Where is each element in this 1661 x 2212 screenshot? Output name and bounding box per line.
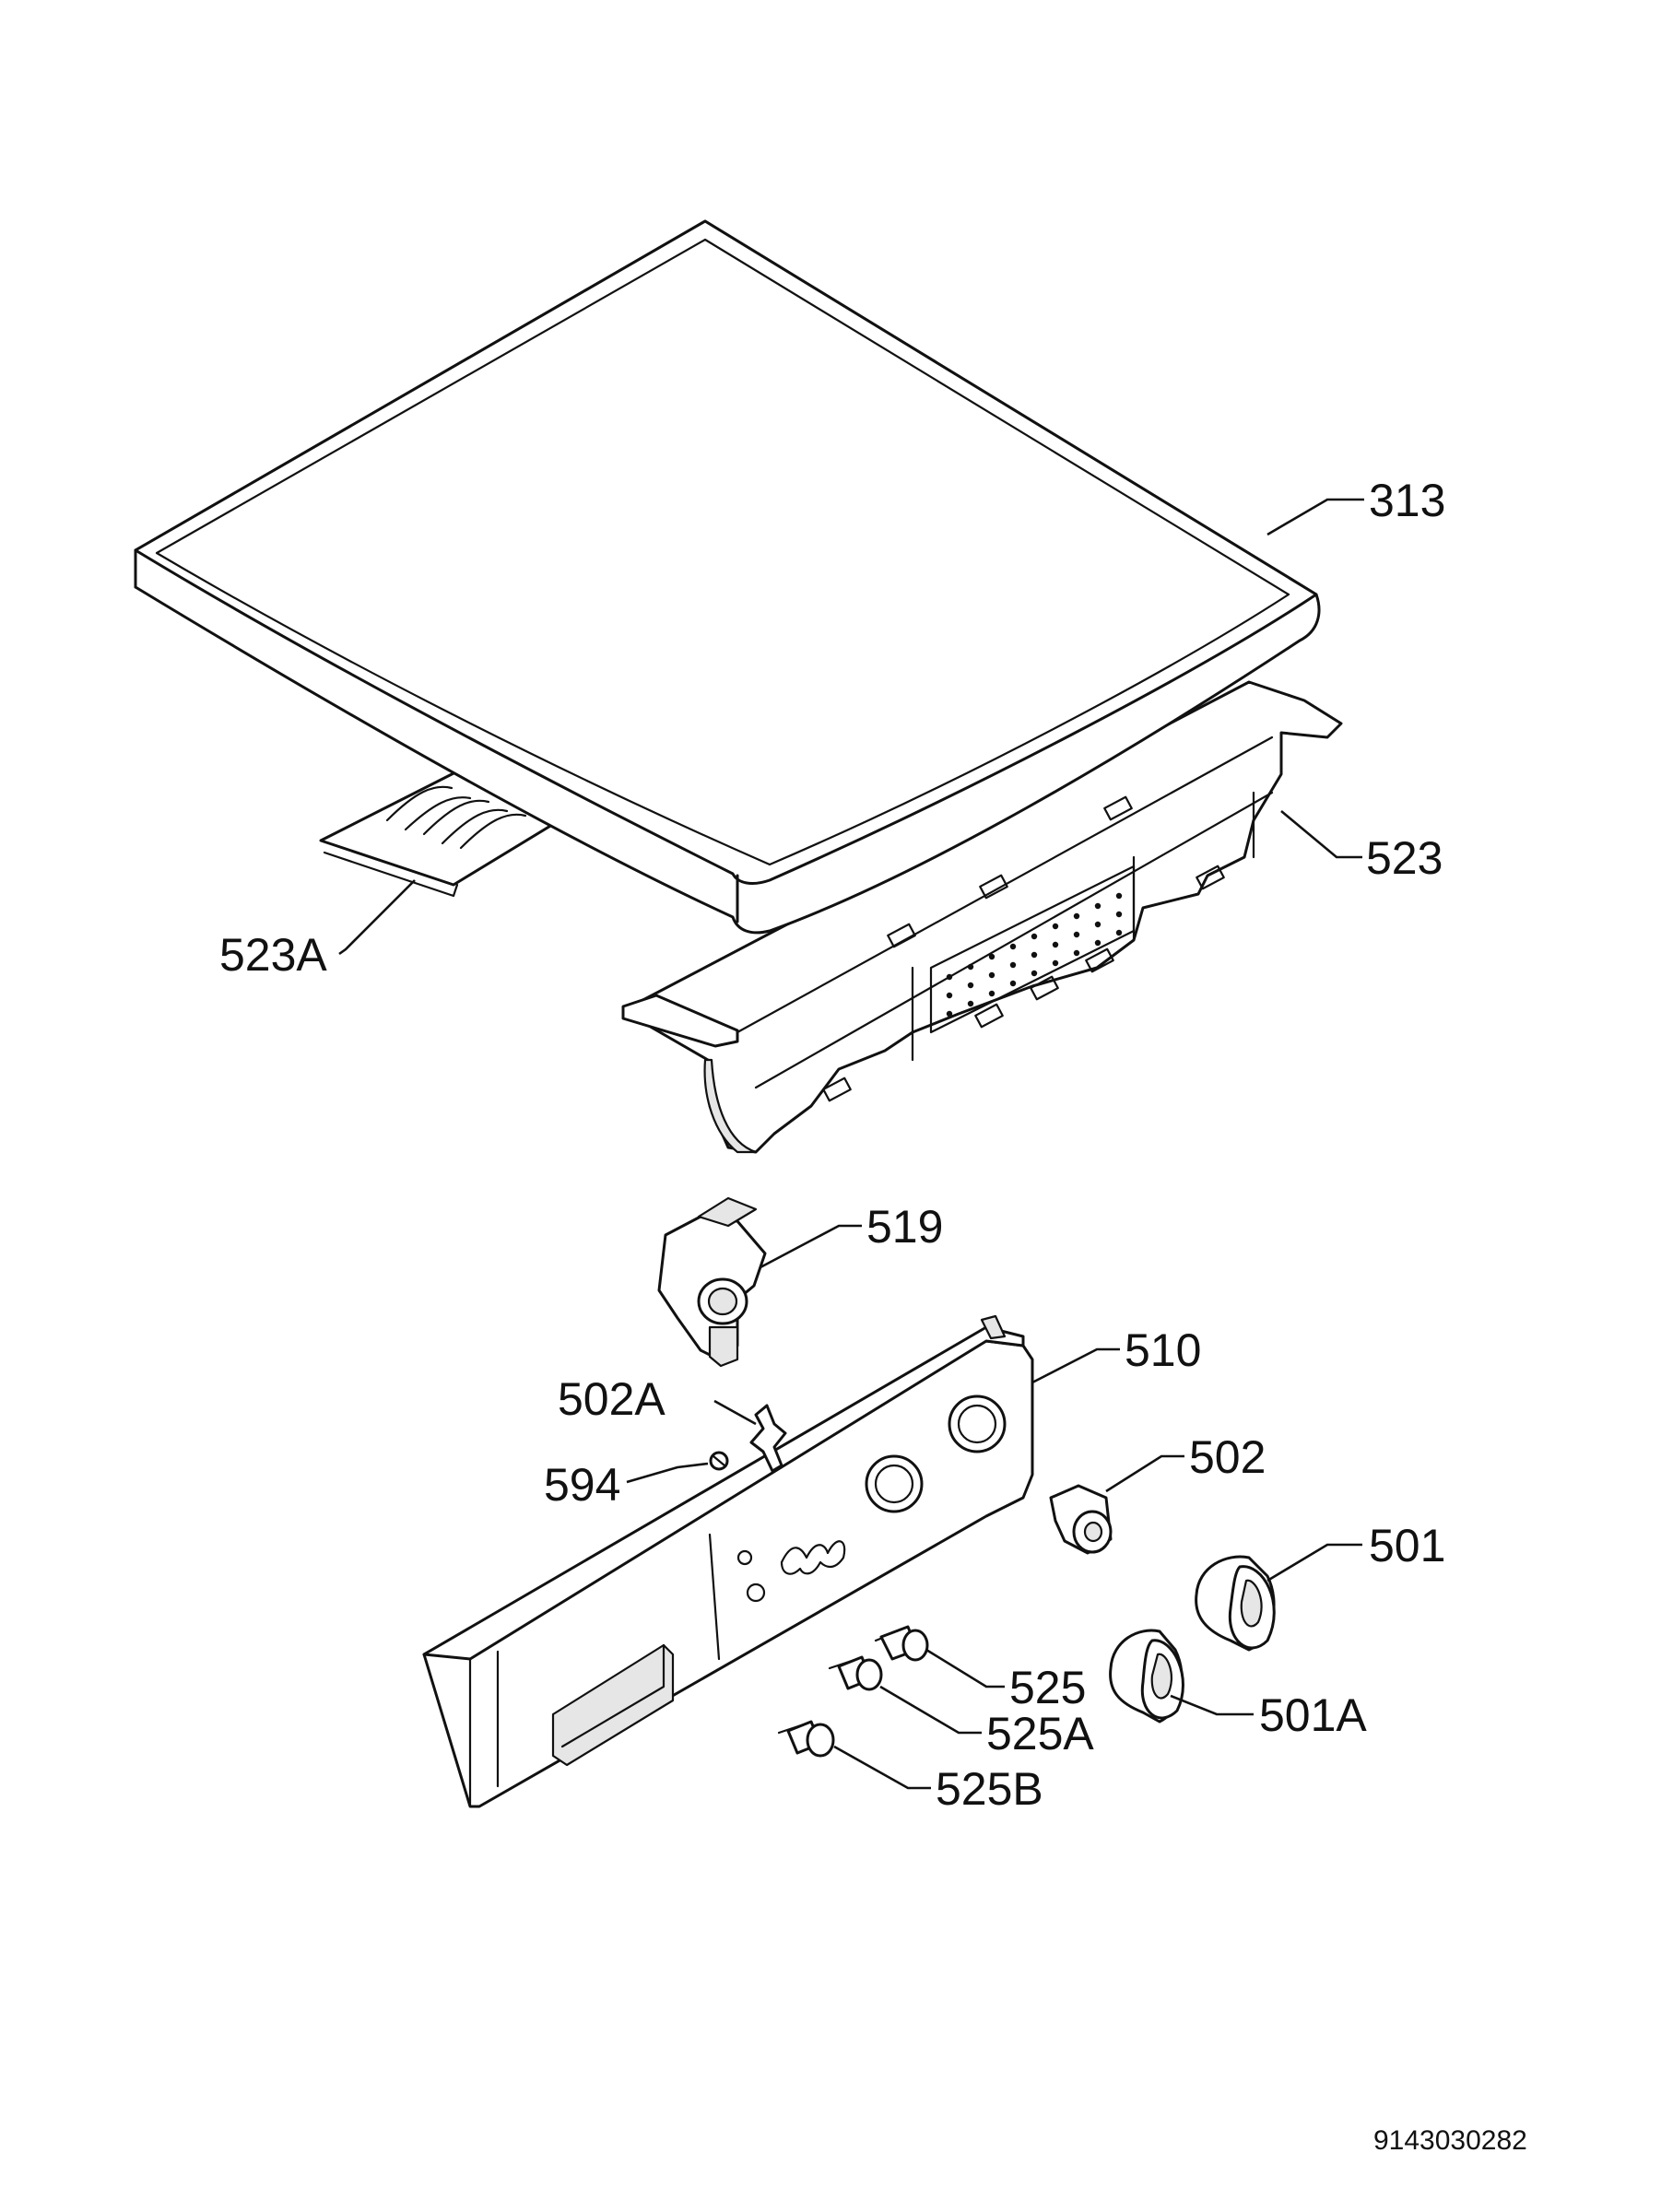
part-594-clip xyxy=(709,1451,729,1471)
part-501A-knob xyxy=(1109,1629,1184,1724)
vent-hole xyxy=(1073,912,1080,920)
vent-hole xyxy=(1073,931,1080,938)
vent-hole xyxy=(1009,961,1017,969)
label-525B: 525B xyxy=(936,1763,1043,1815)
vent-hole xyxy=(988,953,995,960)
label-501A: 501A xyxy=(1259,1689,1367,1741)
part-502-shaft xyxy=(1049,1484,1113,1555)
vent-hole xyxy=(1115,892,1123,900)
vent-hole xyxy=(946,973,953,981)
label-502A: 502A xyxy=(558,1373,666,1425)
part-labels: 313 523 523A 519 510 502A 594 502 501 52… xyxy=(219,475,1445,1815)
vent-hole xyxy=(1073,949,1080,957)
vent-hole xyxy=(1094,939,1101,947)
part-525-button xyxy=(874,1625,929,1662)
vent-hole xyxy=(1052,941,1059,948)
label-313: 313 xyxy=(1369,475,1445,526)
vent-hole xyxy=(988,990,995,997)
label-510: 510 xyxy=(1125,1324,1201,1376)
part-523-frame xyxy=(621,680,1343,1154)
vent-hole xyxy=(1115,911,1123,918)
part-525A-button xyxy=(828,1655,883,1691)
part-519-mechanism xyxy=(657,1196,767,1368)
label-594: 594 xyxy=(544,1459,620,1511)
vent-hole xyxy=(1115,929,1123,936)
vent-hole xyxy=(1031,970,1038,977)
vent-hole xyxy=(988,971,995,979)
label-523: 523 xyxy=(1366,832,1443,884)
vent-hole xyxy=(1009,980,1017,987)
vent-hole xyxy=(967,982,974,989)
vent-hole xyxy=(1094,921,1101,928)
label-519: 519 xyxy=(866,1201,943,1253)
vent-hole xyxy=(967,963,974,971)
label-501: 501 xyxy=(1369,1520,1445,1571)
part-501-knob xyxy=(1195,1555,1276,1652)
label-525A: 525A xyxy=(986,1708,1094,1759)
vent-hole xyxy=(1052,959,1059,967)
part-313-lid xyxy=(134,219,1321,935)
part-525B-button xyxy=(777,1720,835,1758)
vent-hole xyxy=(1031,951,1038,959)
label-525: 525 xyxy=(1009,1662,1086,1713)
part-510-control-panel xyxy=(422,1314,1034,1808)
document-number: 9143030282 xyxy=(1373,2125,1527,2156)
vent-hole xyxy=(1094,902,1101,910)
vent-hole xyxy=(1052,923,1059,930)
label-523A: 523A xyxy=(219,929,327,981)
leader-lines xyxy=(338,498,1364,1790)
ventilation-holes xyxy=(929,865,1136,1034)
part-502A-link xyxy=(749,1404,787,1473)
vent-hole xyxy=(946,1010,953,1018)
vent-hole xyxy=(967,1000,974,1007)
vent-hole xyxy=(1009,943,1017,950)
vent-hole xyxy=(1031,933,1038,940)
vent-hole xyxy=(946,992,953,999)
label-502: 502 xyxy=(1189,1431,1266,1483)
